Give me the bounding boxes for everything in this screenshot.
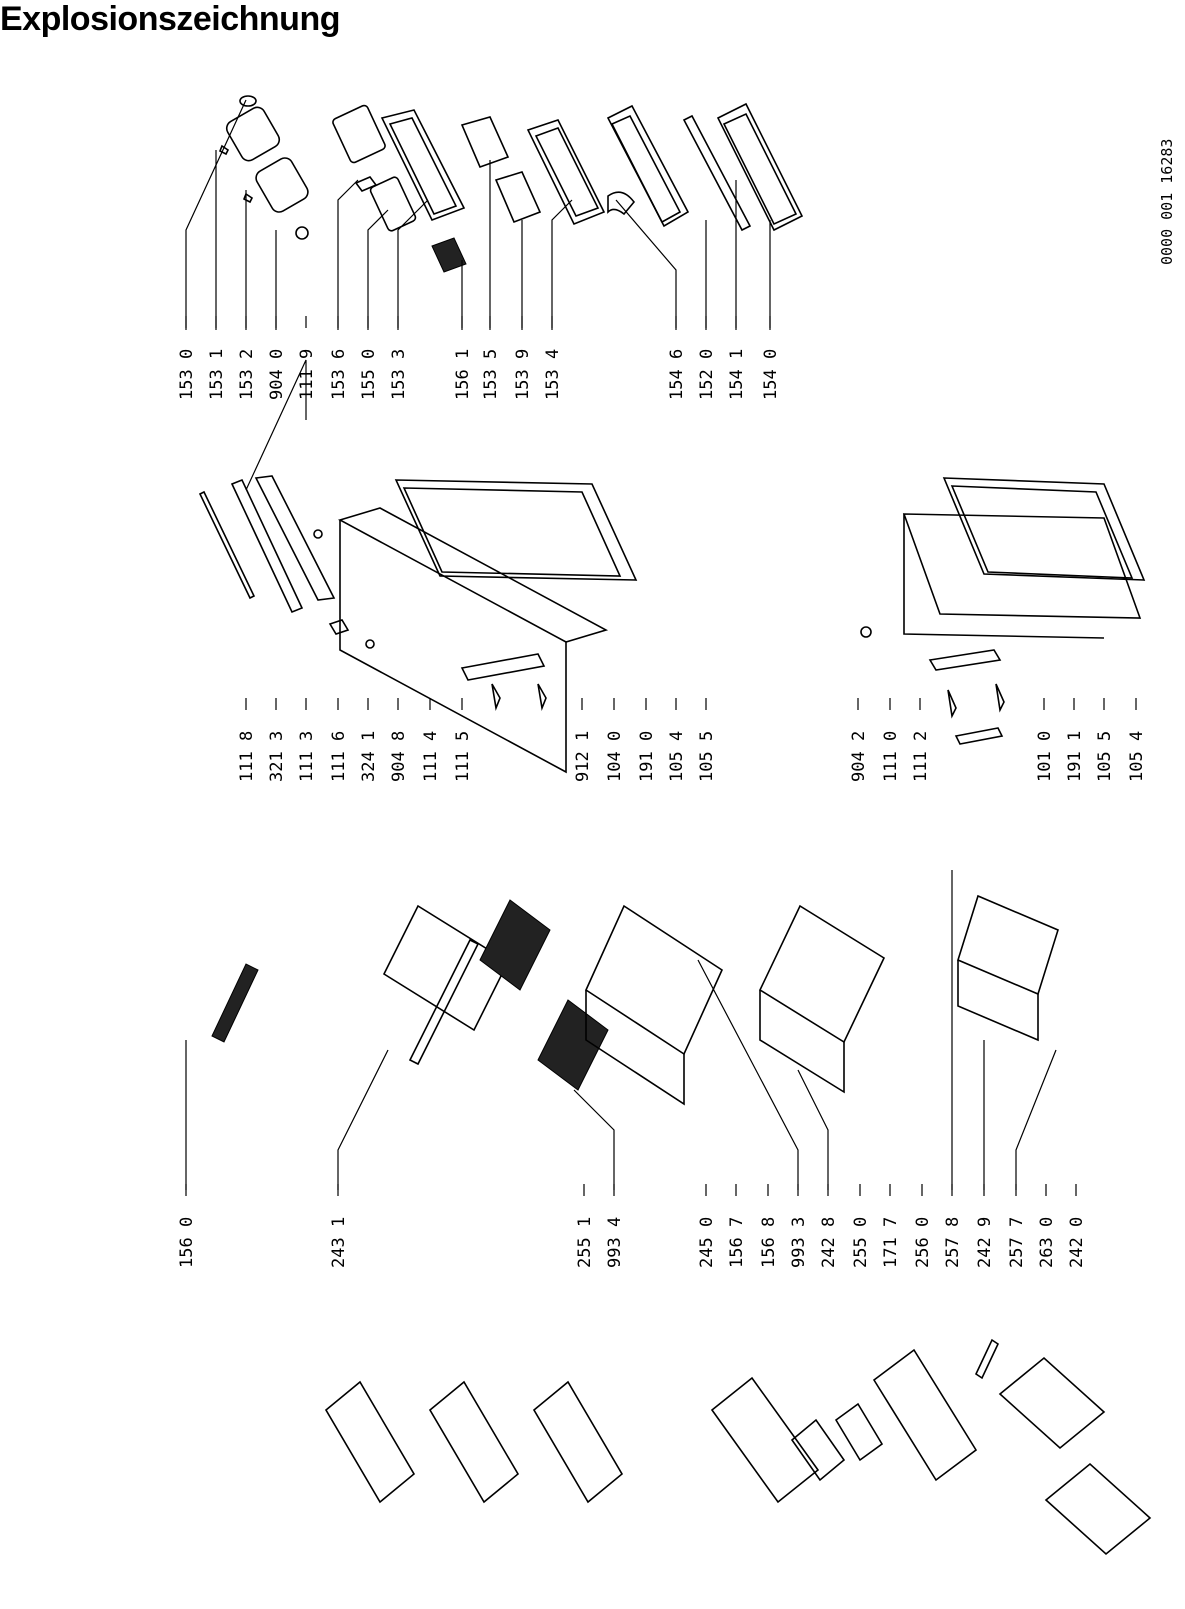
- part-number-label: 104 0: [605, 731, 625, 782]
- part-number-label: 111 3: [297, 731, 317, 782]
- part-number-label: 321 3: [267, 731, 287, 782]
- part-number-label: 153 5: [481, 349, 501, 400]
- part-number-label: 111 2: [911, 731, 931, 782]
- part-number-label: 191 1: [1065, 731, 1085, 782]
- shelves-bins-parts: [324, 1338, 1152, 1556]
- part-number-label: 257 8: [943, 1217, 963, 1268]
- part-number-label: 993 3: [789, 1217, 809, 1268]
- part-number-label: 152 0: [697, 349, 717, 400]
- part-number-label: 242 8: [819, 1217, 839, 1268]
- part-number-label: 255 0: [851, 1217, 871, 1268]
- part-number-label: 111 8: [237, 731, 257, 782]
- part-number-label: 111 4: [421, 731, 441, 782]
- part-number-label: 111 0: [881, 731, 901, 782]
- part-number-label: 153 1: [207, 349, 227, 400]
- part-number-label: 154 1: [727, 349, 747, 400]
- part-number-label: 993 4: [605, 1217, 625, 1268]
- part-number-label: 171 7: [881, 1217, 901, 1268]
- leader-lines: [185, 99, 1057, 1190]
- part-number-label: 904 2: [849, 731, 869, 782]
- drawers-top-parts: [211, 894, 1059, 1106]
- part-number-label: 153 3: [389, 349, 409, 400]
- part-number-label: 245 0: [697, 1217, 717, 1268]
- part-number-label: 154 6: [667, 349, 687, 400]
- part-number-label: 105 5: [697, 731, 717, 782]
- part-number-label: 242 9: [975, 1217, 995, 1268]
- part-number-label: 912 1: [573, 731, 593, 782]
- part-number-label: 242 0: [1067, 1217, 1087, 1268]
- part-number-label: 156 1: [453, 349, 473, 400]
- part-number-label: 153 9: [513, 349, 533, 400]
- part-number-label: 324 1: [359, 731, 379, 782]
- part-number-label: 105 4: [667, 731, 687, 782]
- part-number-label: 255 1: [575, 1217, 595, 1268]
- part-number-label: 111 6: [329, 731, 349, 782]
- part-number-label: 156 8: [759, 1217, 779, 1268]
- part-number-label: 111 5: [453, 731, 473, 782]
- part-number-label: 153 6: [329, 349, 349, 400]
- part-number-label: 191 0: [637, 731, 657, 782]
- part-number-label: 154 0: [761, 349, 781, 400]
- part-number-label: 904 0: [267, 349, 287, 400]
- part-number-label: 153 0: [177, 349, 197, 400]
- part-number-label: 243 1: [329, 1217, 349, 1268]
- labels-drawers-top: 156 0 243 1 255 1 993 4: [177, 1184, 625, 1268]
- part-number-label: 105 5: [1095, 731, 1115, 782]
- part-number-label: 111 9: [297, 349, 317, 400]
- labels-freezer-door: 904 2 111 0 111 2 101 0 191 1 105 5 105 4: [849, 698, 1147, 782]
- part-number-label: 156 0: [177, 1217, 197, 1268]
- part-number-label: 257 7: [1007, 1217, 1027, 1268]
- part-number-label: 153 2: [237, 349, 257, 400]
- door-accessories-parts: [218, 95, 804, 273]
- part-number-label: 155 0: [359, 349, 379, 400]
- fridge-door-parts: [198, 475, 638, 774]
- labels-fridge-door: 111 8 321 3 111 3 111 6 324 1 904 8 111 4 111 5…: [237, 698, 717, 782]
- page-title: Explosionszeichnung: [0, 0, 340, 38]
- part-number-label: 101 0: [1035, 731, 1055, 782]
- part-number-label: 156 7: [727, 1217, 747, 1268]
- freezer-door-parts: [860, 477, 1146, 745]
- part-number-label: 263 0: [1037, 1217, 1057, 1268]
- part-number-label: 904 8: [389, 731, 409, 782]
- part-number-label: 256 0: [913, 1217, 933, 1268]
- labels-door-accessories: 153 0 153 1 153 2 904 0 111 9 153 6 155 0 153 3…: [177, 316, 781, 400]
- part-number-label: 153 4: [543, 349, 563, 400]
- part-number-label: 105 4: [1127, 731, 1147, 782]
- labels-shelves-bins: 245 0 156 7 156 8 993 3 242 8 255 0 171 7 256 0…: [697, 1184, 1087, 1268]
- reference-number: 0000 001 16283: [1158, 139, 1176, 265]
